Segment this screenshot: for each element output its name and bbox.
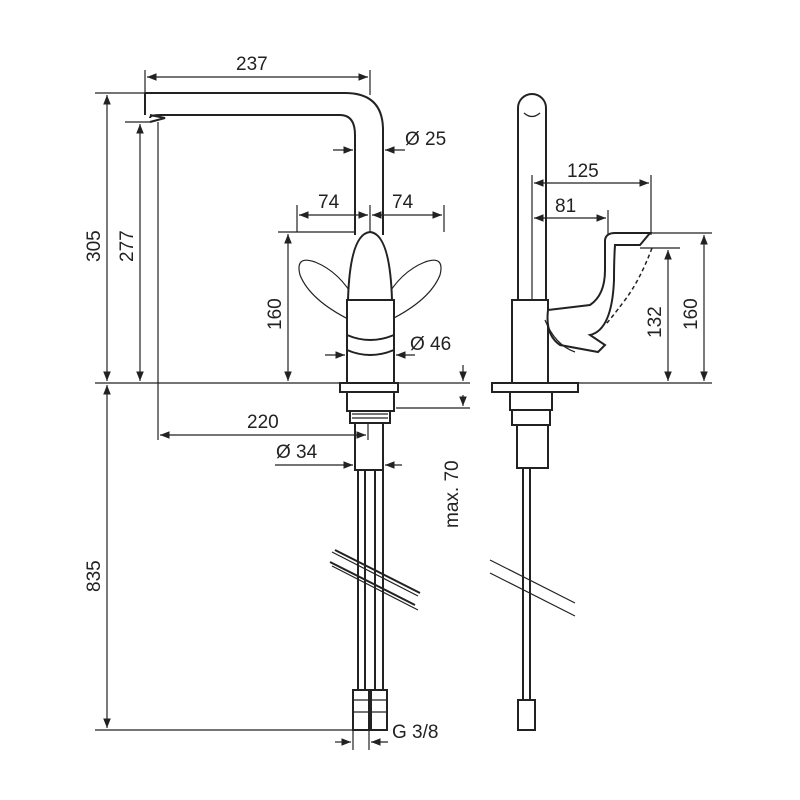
side-view: 125 81 132 160 bbox=[489, 93, 712, 731]
fitting-right bbox=[370, 689, 388, 731]
break-marks bbox=[331, 551, 419, 611]
dim-total-height: 305 bbox=[84, 230, 105, 262]
dim-lever-right: 74 bbox=[392, 192, 414, 213]
shank bbox=[354, 422, 384, 471]
side-fitting bbox=[517, 699, 536, 731]
side-shank bbox=[516, 424, 549, 469]
side-thread bbox=[511, 409, 551, 426]
lever-left-ghost bbox=[298, 259, 356, 321]
hoses bbox=[357, 470, 384, 690]
spout bbox=[144, 92, 384, 235]
body bbox=[346, 299, 395, 384]
side-base-plate bbox=[491, 382, 579, 393]
thread-lines bbox=[352, 413, 388, 419]
dim-shank-diameter: Ø 34 bbox=[276, 442, 318, 463]
front-view: 237 Ø 25 74 74 305 277 160 Ø 46 220 Ø 34… bbox=[84, 54, 470, 750]
dim-spout-diameter: Ø 25 bbox=[405, 129, 446, 150]
lever-ghost-dashed bbox=[604, 247, 653, 326]
dim-lever-left: 74 bbox=[318, 192, 340, 213]
break-lines bbox=[329, 549, 421, 606]
side-body bbox=[511, 299, 549, 384]
side-lever bbox=[546, 232, 653, 354]
side-hose bbox=[522, 468, 531, 700]
side-base-ring bbox=[509, 391, 553, 411]
dim-lever-reach: 125 bbox=[567, 161, 599, 182]
dim-lever-height-max: 160 bbox=[681, 298, 702, 330]
fitting-nuts bbox=[353, 699, 387, 713]
dim-spout-reach: 237 bbox=[236, 54, 268, 75]
dim-connection: G 3/8 bbox=[392, 722, 438, 743]
dim-body-diameter: Ø 46 bbox=[410, 334, 451, 355]
dim-lever-height-min: 132 bbox=[645, 306, 666, 338]
thread bbox=[349, 410, 391, 424]
lever-pivot bbox=[544, 319, 576, 353]
side-break-marks bbox=[489, 559, 576, 617]
fitting-left bbox=[352, 689, 370, 731]
aerator bbox=[149, 114, 166, 123]
base-ring bbox=[346, 391, 395, 412]
base-plate bbox=[339, 382, 399, 393]
dim-hose-length: 835 bbox=[84, 560, 105, 592]
lever-right-ghost bbox=[384, 259, 442, 321]
dim-outlet-distance: 220 bbox=[247, 412, 279, 433]
dim-lever-offset: 81 bbox=[555, 196, 576, 217]
dim-outlet-height: 277 bbox=[117, 230, 138, 262]
spout-top-detail bbox=[523, 112, 541, 118]
dim-lever-height: 160 bbox=[265, 298, 286, 330]
body-detail bbox=[346, 334, 395, 356]
dim-max-thickness: max. 70 bbox=[442, 460, 463, 528]
